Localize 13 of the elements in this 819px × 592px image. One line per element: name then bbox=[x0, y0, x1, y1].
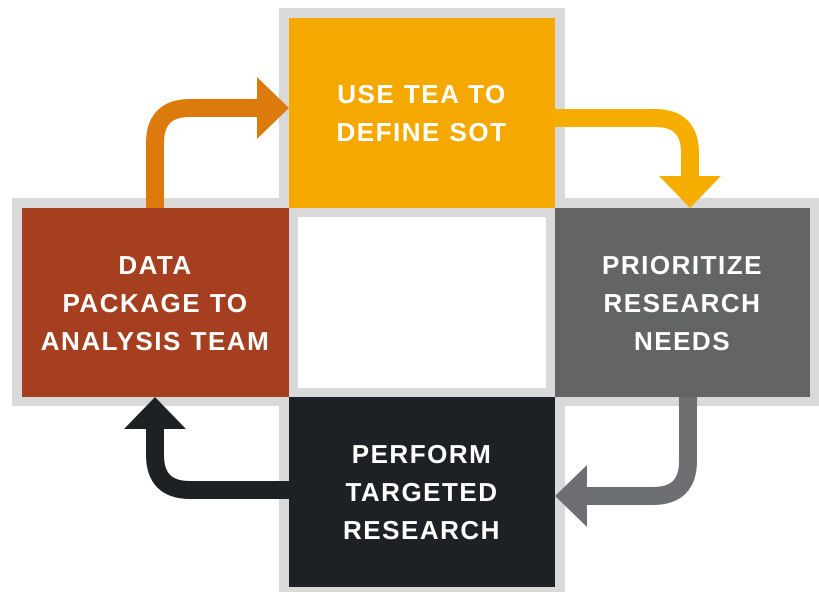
step-label: PERFORM TARGETED RESEARCH bbox=[342, 438, 502, 547]
step-label: USE TEA TO DEFINE SOT bbox=[335, 78, 508, 149]
curved-arrow bbox=[555, 109, 721, 208]
step-label: PRIORITIZE RESEARCH NEEDS bbox=[601, 248, 764, 358]
curved-arrow bbox=[124, 397, 289, 499]
empty-box bbox=[298, 217, 546, 388]
step-box bbox=[555, 208, 810, 397]
curved-arrow bbox=[555, 397, 697, 527]
step-box bbox=[289, 18, 555, 208]
step-box bbox=[289, 397, 555, 587]
curved-arrow bbox=[146, 77, 289, 208]
step-label: DATA PACKAGE TO ANALYSIS TEAM bbox=[40, 248, 272, 358]
step-box bbox=[22, 208, 289, 397]
